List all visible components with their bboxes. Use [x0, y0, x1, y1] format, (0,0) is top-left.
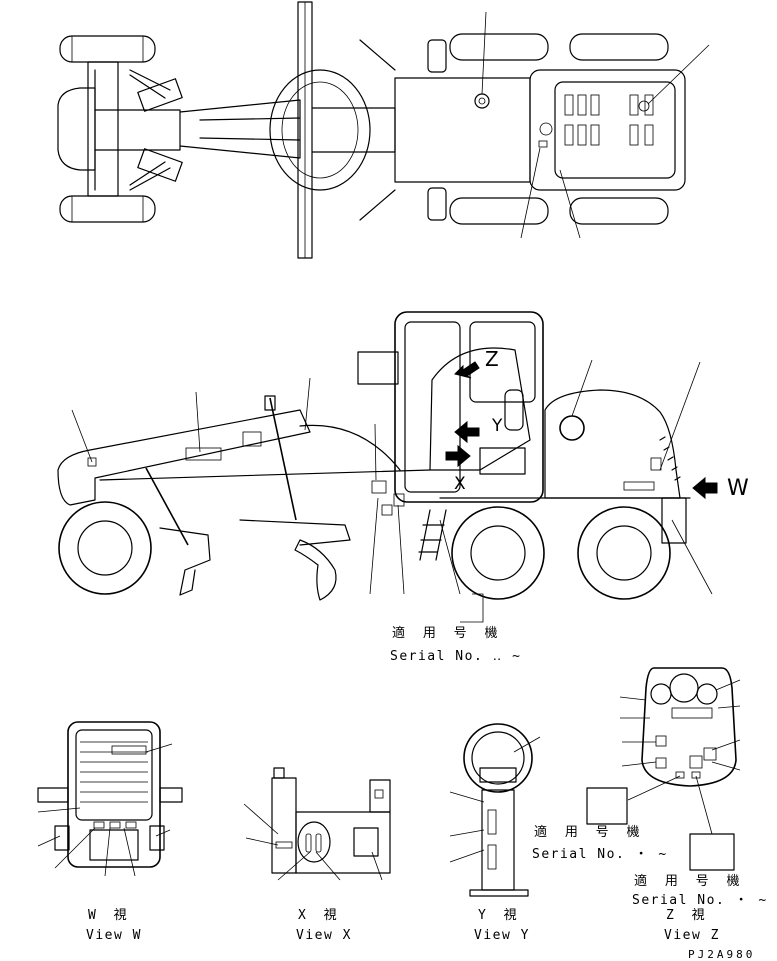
view-x-title-en: View X: [296, 928, 352, 943]
view-w-title-en: View W: [86, 928, 142, 943]
serial-mid-title-en: Serial No. ・ ~: [532, 847, 668, 862]
view-w-drawing: [37, 721, 183, 877]
view-w-title-ja: W 視: [88, 908, 132, 923]
view-y-title-en: View Y: [474, 928, 530, 943]
serial-main-title-ja: 適 用 号 機: [392, 626, 503, 641]
view-x-drawing: [243, 767, 391, 881]
view-x-title-ja: X 視: [298, 908, 342, 923]
serial-main-title-en: Serial No. ‥ ~: [390, 649, 522, 664]
serial-right-title-ja: 適 用 号 機: [634, 874, 745, 889]
view-z-title-ja: Z 視: [666, 908, 710, 923]
top-view: [57, 1, 710, 259]
view-z-drawing: [586, 667, 741, 871]
view-z-title-en: View Z: [664, 928, 720, 943]
view-z-marker: Z: [485, 347, 499, 371]
view-w-arrow-label: W: [727, 476, 749, 501]
view-y-drawing: [449, 723, 541, 897]
view-y-title-ja: Y 視: [478, 908, 522, 923]
view-x-marker: X: [454, 474, 466, 494]
serial-mid-title-ja: 適 用 号 機: [534, 825, 645, 840]
side-view: [57, 311, 718, 623]
drawing-code: PJ2A980: [688, 948, 756, 961]
view-y-marker: Y: [492, 416, 503, 436]
serial-right-title-en: Serial No. ・ ~: [632, 893, 768, 908]
